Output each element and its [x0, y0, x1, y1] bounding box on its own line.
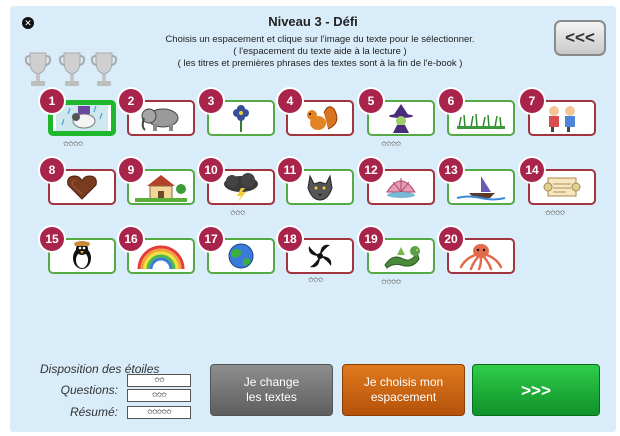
squirrel-picture	[288, 102, 352, 134]
text-card-9[interactable]	[127, 169, 195, 205]
legend-summary-label: Résumé:	[69, 405, 118, 419]
text-card-13[interactable]	[447, 169, 515, 205]
boat-picture	[449, 171, 513, 203]
text-number-badge: 18	[278, 227, 302, 251]
penguin-picture	[50, 240, 114, 272]
shell-picture	[369, 171, 433, 203]
text-number-badge: 11	[278, 158, 302, 182]
choose-spacing-label: Je choisis mon espacement	[363, 375, 444, 404]
wolf-picture	[288, 171, 352, 203]
witch-picture	[369, 102, 433, 134]
text-number-badge: 5	[359, 89, 383, 113]
octopus-picture	[449, 240, 513, 272]
text-number-badge: 3	[199, 89, 223, 113]
text-number-badge: 1	[40, 89, 64, 113]
text-number-badge: 10	[199, 158, 223, 182]
rainbow-picture	[129, 240, 193, 272]
text-number-badge: 16	[119, 227, 143, 251]
trophy-row	[24, 50, 124, 90]
trophy-icon	[90, 52, 118, 86]
text-card-10[interactable]	[207, 169, 275, 205]
change-texts-button[interactable]: Je change les textes	[210, 364, 333, 416]
dragon-picture	[369, 240, 433, 272]
legend-summary-stars: ✩✩✩✩✩	[127, 406, 191, 419]
close-icon[interactable]: ✕	[22, 17, 34, 29]
change-texts-label: Je change les textes	[243, 375, 300, 404]
text-number-badge: 15	[40, 227, 64, 251]
chocolate-picture	[50, 171, 114, 203]
text-number-badge: 17	[199, 227, 223, 251]
star-rating: ✩✩✩✩	[381, 279, 401, 286]
trophy-icon	[24, 52, 52, 86]
text-number-badge: 7	[520, 89, 544, 113]
page-title: Niveau 3 - Défi	[268, 14, 358, 29]
star-rating: ✩✩✩	[230, 210, 246, 217]
text-card-6[interactable]	[447, 100, 515, 136]
star-rating: ✩✩✩✩	[63, 141, 83, 148]
earth-picture	[209, 240, 273, 272]
flower-picture	[209, 102, 273, 134]
children-picture	[530, 102, 594, 134]
text-number-badge: 12	[359, 158, 383, 182]
text-number-badge: 20	[439, 227, 463, 251]
legend-questions-label: Questions:	[60, 383, 118, 397]
app-window: ✕ Niveau 3 - Défi Choisis un espacement …	[10, 6, 616, 432]
text-card-2[interactable]	[127, 100, 195, 136]
text-number-badge: 14	[520, 158, 544, 182]
trophy-icon	[58, 52, 86, 86]
text-number-badge: 9	[119, 158, 143, 182]
text-number-badge: 2	[119, 89, 143, 113]
text-number-badge: 4	[278, 89, 302, 113]
instruction-text: Choisis un espacement et clique sur l'im…	[165, 34, 475, 45]
legend-questions-stars: ✩✩	[127, 374, 191, 387]
text-card-15[interactable]	[48, 238, 116, 274]
instruction-note-2: ( les titres et premières phrases des te…	[177, 58, 463, 69]
grass-picture	[449, 102, 513, 134]
next-button[interactable]: >>>	[472, 364, 600, 416]
back-button[interactable]: <<<	[554, 20, 606, 56]
rain-sheep-picture	[53, 105, 111, 131]
storm-cloud-picture	[209, 171, 273, 203]
star-rating: ✩✩✩	[308, 277, 324, 284]
choose-spacing-button[interactable]: Je choisis mon espacement	[342, 364, 465, 416]
black-hole-picture	[288, 240, 352, 272]
text-card-7[interactable]	[528, 100, 596, 136]
legend-questions-stars: ✩✩✩	[127, 389, 191, 402]
text-number-badge: 6	[439, 89, 463, 113]
text-number-badge: 13	[439, 158, 463, 182]
legend-title: Disposition des étoiles	[40, 362, 160, 376]
text-card-16[interactable]	[127, 238, 195, 274]
text-card-17[interactable]	[207, 238, 275, 274]
elephant-picture	[129, 102, 193, 134]
star-rating: ✩✩✩✩	[381, 141, 401, 148]
star-rating: ✩✩✩✩	[545, 210, 565, 217]
scroll-picture	[530, 171, 594, 203]
text-number-badge: 19	[359, 227, 383, 251]
house-picture	[129, 171, 193, 203]
text-card-12[interactable]	[367, 169, 435, 205]
text-number-badge: 8	[40, 158, 64, 182]
instruction-note: ( l'espacement du texte aide à la lectur…	[233, 46, 407, 57]
